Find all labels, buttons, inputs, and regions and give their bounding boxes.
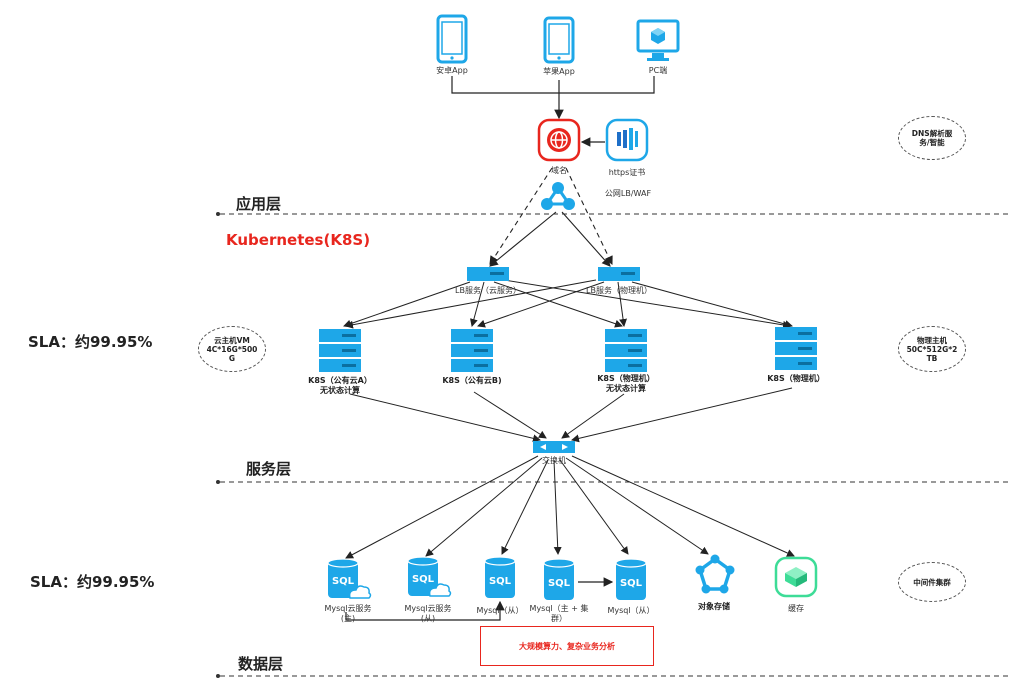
mysql-slave-2-label: Mysql（从） xyxy=(607,606,655,615)
mysql-cloud-master-icon: SQL xyxy=(327,558,372,599)
bigdata-text: 大规模算力、复杂业务分析 xyxy=(519,641,615,651)
k8s-node-physical-1-icon xyxy=(605,329,647,372)
waf-label: 公网LB/WAF xyxy=(604,189,652,198)
k8s-node-physical-2-label: K8S（物理机） xyxy=(767,374,825,383)
dns-note: DNS解析服务/智能 xyxy=(898,116,966,160)
cache-label: 缓存 xyxy=(788,604,804,613)
dns-note-text: DNS解析服务/智能 xyxy=(911,129,953,147)
apple-app-label: 苹果App xyxy=(543,67,575,76)
android-phone-icon xyxy=(436,14,468,64)
sla-bottom: SLA：约99.95% xyxy=(30,573,155,591)
vm-note: 云主机VM 4C*16G*500 G xyxy=(198,326,266,372)
mysql-cloud-slave-icon: SQL xyxy=(407,556,452,597)
pc-monitor-icon xyxy=(636,19,680,61)
android-app-label: 安卓App xyxy=(436,66,468,75)
cache-icon xyxy=(774,556,818,598)
physical-host-note: 物理主机 50C*512G*2 TB xyxy=(898,326,966,372)
mysql-slave-2-icon: SQL xyxy=(615,558,647,600)
k8s-node-b-label: K8S（公有云B) xyxy=(442,376,502,385)
data-layer-label: 数据层 xyxy=(238,655,284,673)
lb-cloud-server-icon xyxy=(467,267,509,281)
sql-text: SQL xyxy=(412,574,435,585)
domain-label: 域名 xyxy=(551,166,567,175)
switch-icon xyxy=(533,441,575,453)
physical-host-note-text: 物理主机 50C*512G*2 TB xyxy=(906,335,958,363)
mysql-master-cluster-label: Mysql（主 + 集 群） xyxy=(529,604,589,623)
mysql-cloud-slave-label: Mysql云服务 (从) xyxy=(404,604,452,623)
sql-text: SQL xyxy=(332,576,355,587)
vm-note-text: 云主机VM 4C*16G*500 G xyxy=(206,335,258,363)
sla-top: SLA：约99.95% xyxy=(28,333,153,351)
object-storage-label: 对象存储 xyxy=(698,602,730,611)
k8s-node-physical-2-icon xyxy=(775,327,817,370)
middleware-note: 中间件集群 xyxy=(898,562,966,602)
lb-cloud-label: LB服务（云服务） xyxy=(455,286,521,295)
object-storage-icon xyxy=(695,554,735,594)
k8s-title: Kubernetes(K8S) xyxy=(226,231,371,249)
k8s-node-a-label: K8S（公有云A） 无状态计算 xyxy=(308,376,372,395)
service-layer-label: 服务层 xyxy=(246,460,292,478)
https-certificate-icon xyxy=(605,118,649,162)
mysql-master-cluster-icon: SQL xyxy=(543,558,575,600)
waf-network-icon xyxy=(541,182,575,210)
bigdata-box: 大规模算力、复杂业务分析 xyxy=(480,626,654,666)
domain-globe-icon xyxy=(537,118,581,162)
apple-phone-icon xyxy=(543,16,575,64)
lb-physical-server-icon xyxy=(598,267,640,281)
mysql-slave-1-label: Mysql（从） xyxy=(476,606,524,615)
k8s-node-a-icon xyxy=(319,329,361,372)
https-label: https证书 xyxy=(608,168,646,177)
sql-text: SQL xyxy=(489,576,512,587)
mysql-cloud-master-label: Mysql云服务 (主) xyxy=(324,604,372,623)
sql-text: SQL xyxy=(620,578,643,589)
k8s-node-physical-1-label: K8S（物理机） 无状态计算 xyxy=(597,374,655,393)
pc-label: PC端 xyxy=(648,66,668,75)
sql-text: SQL xyxy=(548,578,571,589)
app-layer-label: 应用层 xyxy=(236,195,282,213)
switch-label: 交换机 xyxy=(542,456,566,465)
k8s-node-b-icon xyxy=(451,329,493,372)
middleware-note-text: 中间件集群 xyxy=(913,577,951,587)
mysql-slave-1-icon: SQL xyxy=(484,556,516,598)
lb-physical-label: LB服务（物理机） xyxy=(586,286,652,295)
